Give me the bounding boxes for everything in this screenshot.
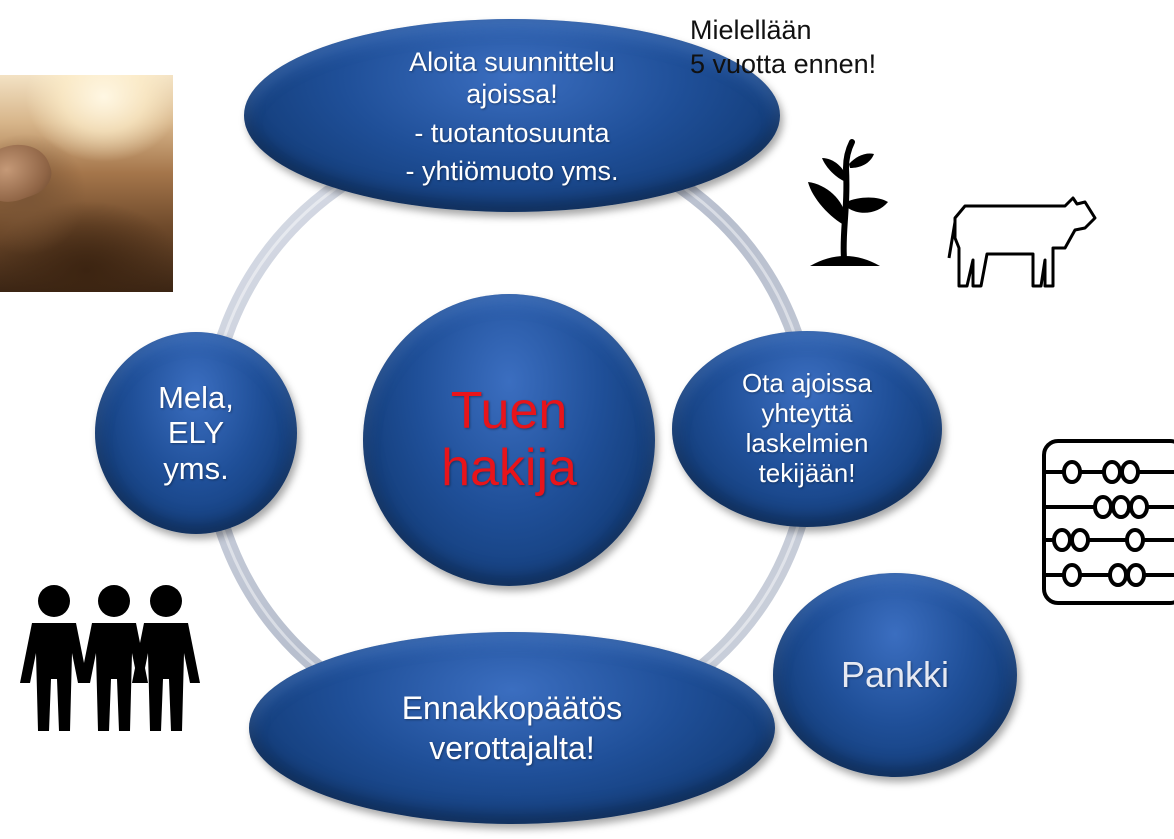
node-bank: Pankki: [773, 573, 1017, 777]
node-mela-ely: Mela, ELY yms.: [95, 332, 297, 534]
node-mela-ely-line1: Mela,: [158, 379, 234, 415]
node-contact-line3: laskelmien: [745, 428, 869, 458]
node-contact-line2: yhteyttä: [761, 398, 853, 429]
node-contact-line1: Ota ajoissa: [741, 368, 873, 399]
node-mela-ely-line2: ELY: [167, 415, 225, 451]
timing-note-line1: Mielellään: [690, 15, 812, 45]
node-contact-line4: tekijään!: [758, 457, 856, 488]
node-contact-calculator: Ota ajoissa yhteyttä laskelmien tekijään…: [672, 331, 942, 527]
soil-photo: [0, 75, 173, 292]
plant-icon: [808, 139, 888, 266]
node-tax-line1: Ennakkopäätös: [401, 690, 623, 726]
node-applicant-line2: hakija: [441, 439, 577, 497]
timing-note-line2: 5 vuotta ennen!: [690, 48, 877, 79]
abacus-icon: [1042, 439, 1174, 605]
node-planning: Aloita suunnittelu ajoissa! - tuotantosu…: [244, 19, 780, 212]
node-planning-line1: Aloita suunnittelu: [409, 46, 615, 77]
node-tax-line2: verottajalta!: [429, 730, 595, 766]
node-tax-ruling: Ennakkopäätös verottajalta!: [249, 632, 775, 824]
cow-icon: [947, 196, 1097, 288]
node-planning-line2: ajoissa!: [466, 79, 558, 110]
people-icon: [20, 585, 200, 731]
node-planning-line3: - tuotantosuunta: [414, 117, 610, 148]
node-bank-label: Pankki: [840, 654, 950, 696]
node-planning-line4: - yhtiömuoto yms.: [405, 155, 619, 186]
node-mela-ely-line3: yms.: [163, 450, 229, 486]
node-applicant-line1: Tuen: [450, 381, 568, 440]
timing-note: Mielellään 5 vuotta ennen!: [690, 14, 876, 82]
node-applicant: Tuen hakija: [363, 294, 655, 586]
